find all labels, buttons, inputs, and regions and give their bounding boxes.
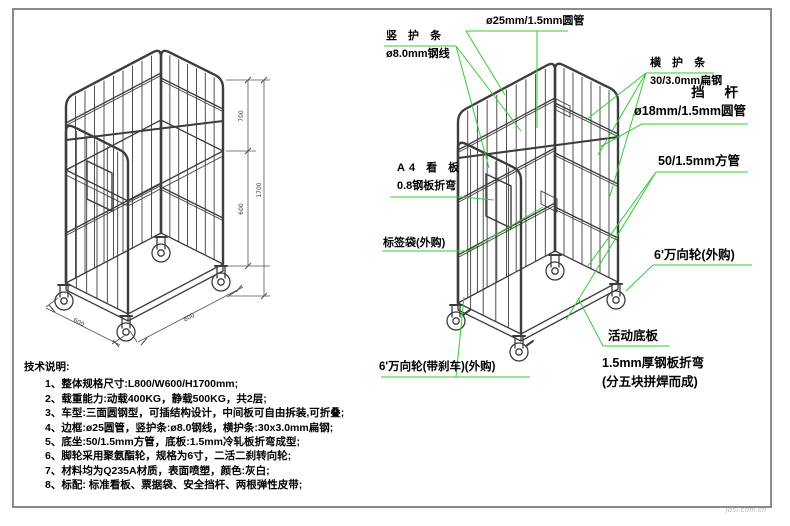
tech-note-item: 8、标配: 标准看板、票据袋、安全挡杆、两根弹性皮带;	[45, 479, 303, 492]
callout-vertical-guard: 竖 护 条 ø8.0mm钢线	[386, 30, 450, 60]
leader-lines	[381, 30, 752, 378]
tech-note-item: 7、材料均为Q235A材质，表面喷塑，颜色:灰白;	[45, 464, 270, 477]
tech-note-item: 1、整体规格尺寸:L800/W600/H1700mm;	[45, 378, 239, 391]
dimension-label: 600	[72, 317, 86, 329]
callout-label-bag: 标签袋(外购)	[383, 237, 446, 249]
tech-note-item: 4、边框:ø25圆管，竖护条:ø8.0钢线，横护条:30x3.0mm扁钢;	[45, 421, 334, 434]
tech-note-item: 6、脚轮采用聚氨酯轮，规格为6寸，二活二刹转向轮;	[45, 450, 292, 463]
dimension-lines: 700 600 1700 600 800	[45, 76, 270, 348]
callout-horizontal-guard: 横 护 条 30/3.0mm扁钢	[650, 57, 723, 87]
callout-caster-plain: 6'万向轮(外购)	[654, 248, 735, 262]
callout-bottom-board: 活动底板 1.5mm厚钢板折弯 (分五块拼焊而成)	[602, 329, 705, 389]
dimension-label: 600	[238, 203, 245, 215]
callout-pipe25: ø25mm/1.5mm圆管	[486, 15, 585, 27]
dimension-label: 700	[238, 110, 245, 122]
tech-notes: 技术说明: 1、整体规格尺寸:L800/W600/H1700mm; 2、载重能力…	[24, 360, 344, 493]
callout-caster-brake: 6'万向轮(带刹车)(外购)	[379, 361, 496, 373]
tech-notes-title: 技术说明:	[24, 361, 70, 373]
callout-a4-board: A4 看 板 0.8钢板折弯	[397, 162, 464, 192]
dimension-label: 800	[183, 312, 197, 324]
drawing-border	[12, 8, 772, 508]
cart-right-view	[446, 62, 626, 362]
tech-note-item: 3、车型:三面圆钢型，可插结构设计，中间板可自由拆装,可折叠;	[45, 407, 345, 420]
cart-left-view	[54, 49, 231, 342]
callout-square-tube: 50/1.5mm方管	[658, 154, 740, 168]
tech-note-item: 2、载重能力:动载400KG，静载500KG，共2层;	[45, 392, 267, 405]
tech-note-item: 5、底坐:50/1.5mm方管，底板:1.5mm冷轧板折弯成型;	[45, 436, 300, 449]
dimension-label: 1700	[256, 182, 263, 197]
watermark: jdsl.com.cn	[726, 507, 767, 514]
callout-block-bar: 挡 杆 ø18mm/1.5mm圆管	[634, 85, 746, 119]
